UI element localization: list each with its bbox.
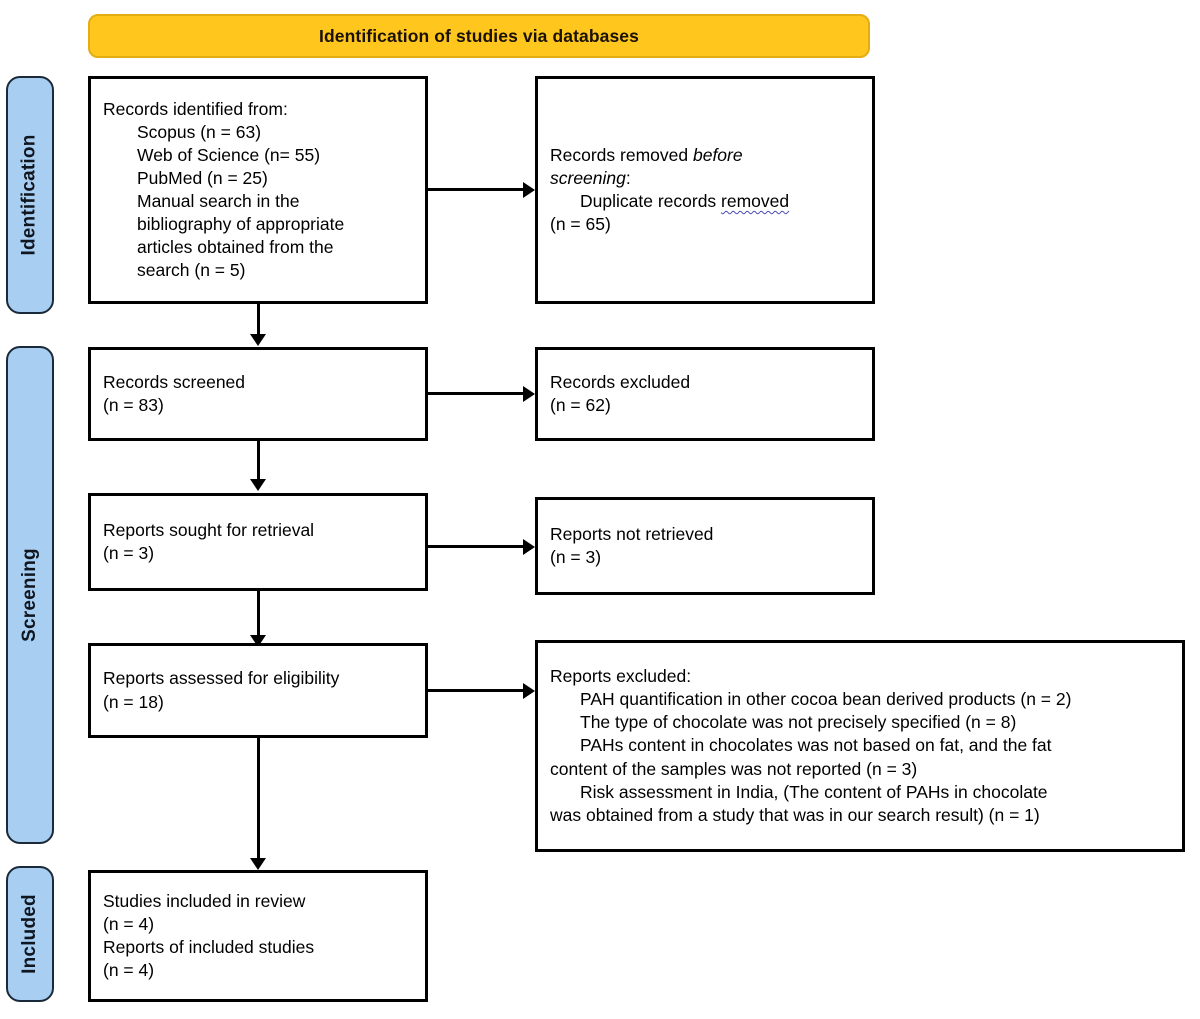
box-records-identified: Records identified from: Scopus (n = 63)… [88,76,428,304]
records-removed-line-3: Duplicate records removed [550,190,862,213]
arrowhead-sought-to-not-retrieved [523,538,535,555]
connector-screened-to-sought [256,441,260,479]
banner-identification-databases: Identification of studies via databases [88,14,870,58]
connector-assessed-to-included [256,738,260,858]
arrowhead-identified-to-screened [250,334,266,346]
records-identified-web-of-science: Web of Science (n= 55) [137,144,321,165]
reports-excluded-reason-3b: content of the samples was not reported … [550,758,918,779]
connector-sought-to-not-retrieved [428,545,523,548]
stage-pill-identification: Identification [6,76,54,314]
records-excluded-label: Records excluded [550,371,691,392]
stage-label-screening: Screening [19,548,41,642]
banner-title: Identification of studies via databases [319,25,639,46]
records-identified-pubmed: PubMed (n = 25) [137,167,268,188]
reports-excluded-heading: Reports excluded: [550,666,692,687]
records-identified-manual-3: articles obtained from the [137,237,334,258]
reports-not-retrieved-count: (n = 3) [550,547,602,567]
reports-sought-count: (n = 3) [103,543,155,563]
arrowhead-identified-to-removed [523,181,535,198]
box-reports-sought: Reports sought for retrieval (n = 3) [88,493,428,591]
studies-included-count: (n = 4) [103,913,155,934]
reports-excluded-reason-2: The type of chocolate was not precisely … [580,712,1017,733]
stage-pill-screening: Screening [6,346,54,844]
records-excluded-count: (n = 62) [550,395,611,415]
reports-excluded-reason-4b: was obtained from a study that was in ou… [550,804,1040,825]
connector-sought-to-assessed [256,591,260,635]
records-removed-text-a: Records removed [550,144,693,165]
records-removed-before-italic: before [692,144,743,165]
records-identified-manual-2: bibliography of appropriate [137,214,345,235]
box-records-excluded: Records excluded (n = 62) [535,347,875,441]
reports-excluded-reason-3a: PAHs content in chocolates was not based… [580,735,1052,756]
arrowhead-screened-to-excluded [523,385,535,402]
stage-label-identification: Identification [19,134,40,256]
records-removed-line-1: Records removed before [550,144,862,167]
duplicate-records-text: Duplicate records [580,191,722,211]
connector-identified-to-removed [428,188,523,191]
reports-included-count: (n = 4) [103,960,155,981]
connector-assessed-to-excluded [428,689,523,692]
records-identified-line-1: Records identified from: [103,98,288,119]
reports-assessed-count: (n = 18) [103,691,164,712]
records-identified-manual-4: search (n = 5) [137,260,246,281]
box-reports-excluded-detail: Reports excluded: PAH quantification in … [535,640,1185,852]
connector-identified-to-screened [256,304,260,334]
arrowhead-assessed-to-included [250,858,266,870]
records-removed-screening-italic: screening [550,167,626,188]
arrowhead-screened-to-sought [250,479,266,491]
removed-spellcheck-word: removed [721,191,790,211]
reports-excluded-reason-4a: Risk assessment in India, (The content o… [580,781,1048,802]
connector-screened-to-excluded [428,392,523,395]
stage-label-included: Included [19,894,40,974]
reports-sought-label: Reports sought for retrieval [103,519,315,540]
studies-included-label: Studies included in review [103,890,306,911]
box-reports-assessed: Reports assessed for eligibility (n = 18… [88,643,428,738]
records-identified-manual-1: Manual search in the [137,191,300,211]
reports-included-label: Reports of included studies [103,937,315,957]
records-screened-label: Records screened [103,371,246,392]
reports-not-retrieved-label: Reports not retrieved [550,523,714,544]
records-screened-count: (n = 83) [103,395,164,415]
arrowhead-assessed-to-excluded [523,682,535,699]
records-removed-line-2: screening: [550,167,862,190]
records-identified-scopus: Scopus (n = 63) [137,121,262,142]
box-records-removed: Records removed before screening: Duplic… [535,76,875,304]
records-removed-count: (n = 65) [550,214,611,235]
records-removed-colon: : [625,167,631,188]
box-studies-included: Studies included in review (n = 4) Repor… [88,870,428,1002]
reports-excluded-reason-1: PAH quantification in other cocoa bean d… [580,689,1072,710]
reports-assessed-label: Reports assessed for eligibility [103,668,340,689]
stage-pill-included: Included [6,866,54,1002]
box-reports-not-retrieved: Reports not retrieved (n = 3) [535,497,875,595]
box-records-screened: Records screened (n = 83) [88,347,428,441]
